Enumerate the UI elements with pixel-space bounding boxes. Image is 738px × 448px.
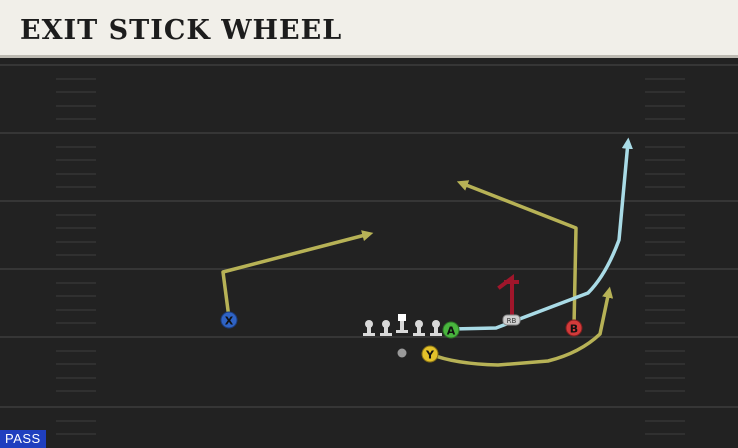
qb-dot-icon (397, 348, 407, 358)
x-receiver: X (220, 311, 238, 329)
b-receiver: B (565, 319, 583, 337)
a-button-label: A (447, 325, 456, 338)
hash-marks (56, 78, 685, 435)
y-receiver: Y (421, 345, 439, 363)
b-button-label: B (570, 323, 578, 336)
b-route (456, 180, 578, 327)
x-button-icon (220, 311, 238, 329)
lineman-icon (430, 320, 442, 336)
rb-block-icon (497, 274, 519, 320)
y-route (429, 286, 614, 367)
y-button-label: Y (425, 349, 435, 362)
y-button-icon (421, 345, 439, 363)
play-type-badge: PASS (0, 430, 46, 448)
lineman-icon (380, 320, 392, 336)
x-route (221, 230, 374, 319)
x-button-label: X (225, 315, 234, 328)
rb-label: RB (507, 317, 517, 325)
b-button-icon (565, 319, 583, 337)
offensive-line (363, 314, 442, 336)
play-field: RB X A B Y (0, 58, 738, 448)
a-button-icon (442, 321, 460, 339)
lineman-icon (413, 320, 425, 336)
yard-lines (0, 64, 738, 408)
title-bar: EXIT STICK WHEEL (0, 0, 738, 58)
lineman-icon (363, 320, 375, 336)
field-background (0, 58, 738, 448)
center-icon (396, 314, 408, 333)
running-back: RB (502, 314, 521, 326)
play-title: EXIT STICK WHEEL (20, 15, 343, 46)
a-receiver: A (442, 321, 460, 339)
